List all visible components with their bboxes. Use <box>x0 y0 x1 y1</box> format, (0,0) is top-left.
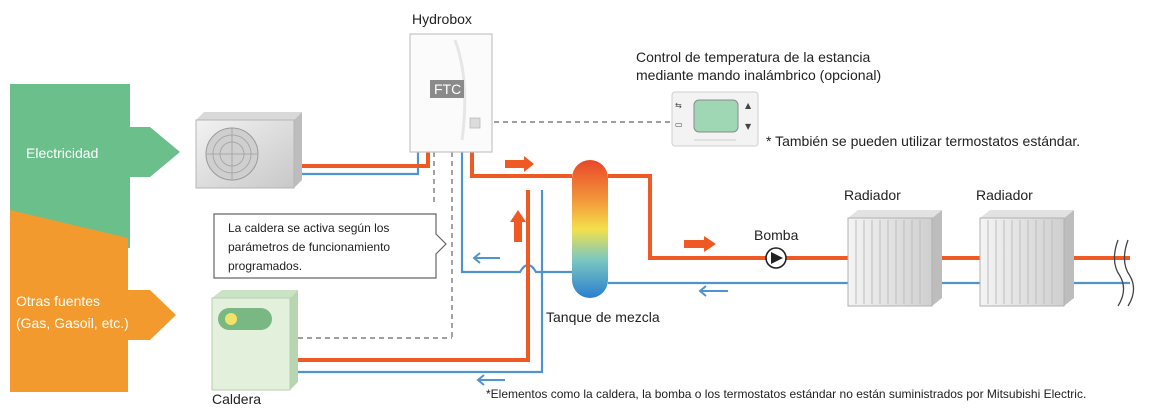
electricity-label: Electricidad <box>26 145 98 161</box>
boiler-indicator-icon <box>225 313 237 325</box>
mixing-tank: Tanque de mezcla <box>546 160 660 325</box>
tank-label: Tanque de mezcla <box>546 309 660 325</box>
outdoor-heat-pump-unit <box>195 112 302 189</box>
electricity-arrow <box>10 84 180 248</box>
radiator2-label: Radiador <box>976 187 1033 203</box>
callout-line3: programados. <box>228 259 302 273</box>
boiler-unit: Caldera <box>211 290 298 407</box>
ftc-label: FTC <box>434 81 461 97</box>
control-wiring <box>298 121 672 339</box>
pump-label: Bomba <box>754 227 799 243</box>
hot-flow-arrows <box>505 156 716 252</box>
circulation-pump: Bomba <box>754 227 799 269</box>
callout-line1: La caldera se activa según los <box>228 221 389 235</box>
ftc-panel <box>430 80 464 98</box>
other-sources-line1: Otras fuentes <box>16 293 100 309</box>
footer-note: *Elementos como la caldera, la bomba o l… <box>486 387 1086 401</box>
radiator-1: Radiador <box>844 187 942 307</box>
control-line1: Control de temperatura de la estancia <box>636 49 870 65</box>
electricity-source: Electricidad <box>10 84 180 248</box>
callout-line2: parámetros de funcionamiento <box>228 240 390 254</box>
boiler-activation-callout: La caldera se activa según los parámetro… <box>213 213 447 279</box>
standard-thermostat-note: * También se pueden utilizar termostatos… <box>766 133 1080 149</box>
controller-up-icon: ▲ <box>745 101 752 110</box>
flow-arrow-out <box>684 236 716 252</box>
controller-button-icon: ▭ <box>675 120 683 129</box>
flow-arrow-up <box>510 210 526 242</box>
other-sources-line2: (Gas, Gasoil, etc.) <box>16 315 129 331</box>
cold-flow-arrows <box>472 252 728 386</box>
radiator1-label: Radiador <box>844 187 901 203</box>
flow-arrow-tank-in <box>505 156 534 172</box>
hydrobox-title: Hydrobox <box>412 11 472 27</box>
control-line2: mediante mando inalámbrico (opcional) <box>636 67 881 83</box>
other-sources: Otras fuentes (Gas, Gasoil, etc.) <box>10 210 176 392</box>
controller-button-icon: ⇆ <box>675 101 682 110</box>
wireless-remote-controller: Control de temperatura de la estancia me… <box>636 49 1080 149</box>
hydrobox-unit: Hydrobox FTC <box>409 11 493 153</box>
pipe-break-icon <box>1113 239 1135 307</box>
controller-down-icon: ▼ <box>745 122 752 131</box>
boiler-label: Caldera <box>212 391 261 407</box>
other-sources-arrow <box>10 210 176 392</box>
controller-screen <box>693 99 739 133</box>
radiator-2: Radiador <box>976 187 1074 307</box>
